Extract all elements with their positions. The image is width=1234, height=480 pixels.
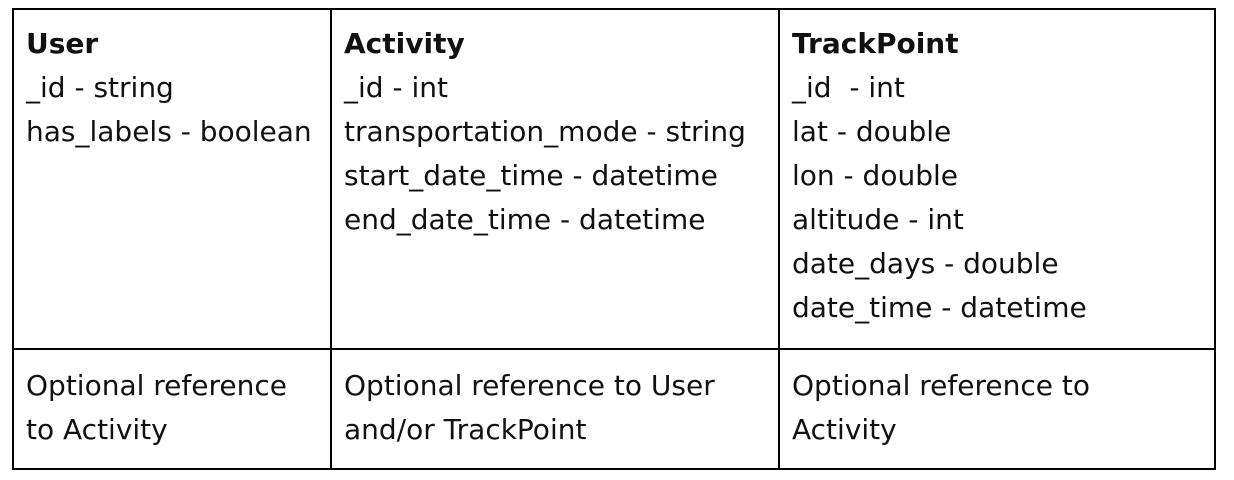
activity-field-id: _id - int [344, 71, 448, 104]
activity-cell: Activity _id - int transportation_mode -… [330, 8, 780, 350]
activity-reference-cell: Optional reference to User and/or TrackP… [330, 348, 780, 470]
trackpoint-field-date-days: date_days - double [792, 247, 1059, 280]
activity-field-end-date-time: end_date_time - datetime [344, 203, 706, 236]
trackpoint-field-date-time: date_time - datetime [792, 291, 1087, 324]
trackpoint-field-lat: lat - double [792, 115, 952, 148]
activity-field-start-date-time: start_date_time - datetime [344, 159, 718, 192]
trackpoint-field-lon: lon - double [792, 159, 958, 192]
activity-reference: Optional reference to User and/or TrackP… [344, 369, 715, 446]
user-reference: Optional reference to Activity [26, 369, 287, 446]
schema-table: User _id - string has_labels - boolean A… [12, 8, 1216, 470]
user-reference-cell: Optional reference to Activity [12, 348, 332, 470]
references-row: Optional reference to Activity Optional … [12, 348, 1216, 470]
trackpoint-cell: TrackPoint _id - int lat - double lon - … [778, 8, 1216, 350]
fields-row: User _id - string has_labels - boolean A… [12, 8, 1216, 350]
activity-title: Activity [344, 27, 465, 60]
user-cell: User _id - string has_labels - boolean [12, 8, 332, 350]
trackpoint-field-altitude: altitude - int [792, 203, 964, 236]
trackpoint-reference-cell: Optional reference to Activity [778, 348, 1216, 470]
trackpoint-title: TrackPoint [792, 27, 959, 60]
trackpoint-reference: Optional reference to Activity [792, 369, 1090, 446]
activity-field-transportation-mode: transportation_mode - string [344, 115, 746, 148]
user-title: User [26, 27, 99, 60]
user-field-has-labels: has_labels - boolean [26, 115, 312, 148]
trackpoint-field-id: _id - int [792, 71, 905, 104]
user-field-id: _id - string [26, 71, 174, 104]
